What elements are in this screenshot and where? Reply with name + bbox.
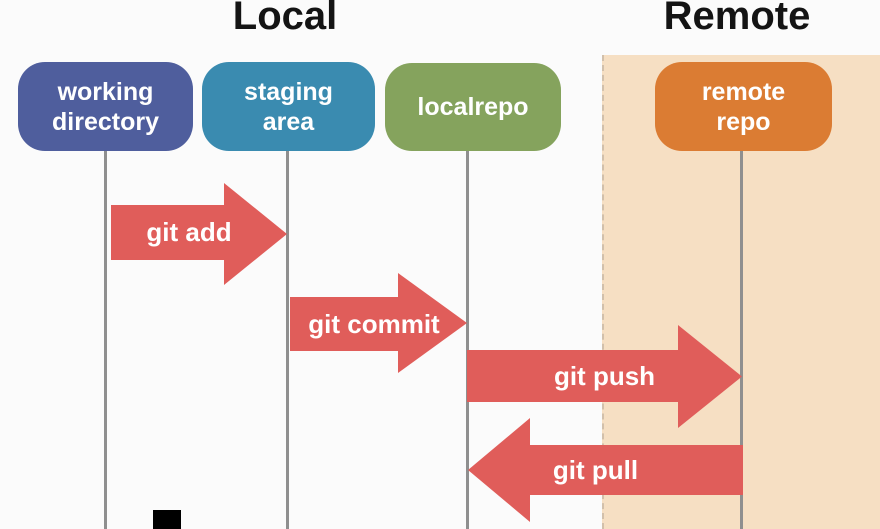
lane-title-remote: Remote bbox=[663, 0, 811, 38]
arrow-body bbox=[111, 205, 224, 260]
node-localrepo: localrepo bbox=[385, 63, 561, 151]
arrow-label: git push bbox=[553, 361, 656, 391]
lifeline-remote-repo bbox=[740, 150, 743, 529]
arrow-label: git commit bbox=[308, 309, 440, 339]
arrow-body bbox=[530, 445, 743, 495]
node-staging-area: staging area bbox=[202, 62, 375, 151]
lifeline-localrepo bbox=[466, 150, 469, 529]
arrow-git-commit: git commit bbox=[290, 273, 467, 373]
arrow-git-push: git push bbox=[467, 325, 742, 428]
cursor-block bbox=[153, 510, 181, 529]
lifeline-working-directory bbox=[104, 150, 107, 529]
arrow-body bbox=[290, 297, 398, 351]
lifeline-staging-area bbox=[286, 150, 289, 529]
arrow-label: git add bbox=[146, 217, 232, 247]
node-working-directory: working directory bbox=[18, 62, 193, 151]
node-remote-repo: remote repo bbox=[655, 62, 832, 151]
lane-title-local: Local bbox=[232, 0, 338, 38]
arrow-git-pull: git pull bbox=[468, 418, 743, 522]
arrow-body bbox=[467, 350, 678, 402]
arrow-git-add: git add bbox=[111, 183, 287, 285]
arrow-label: git pull bbox=[552, 455, 639, 485]
